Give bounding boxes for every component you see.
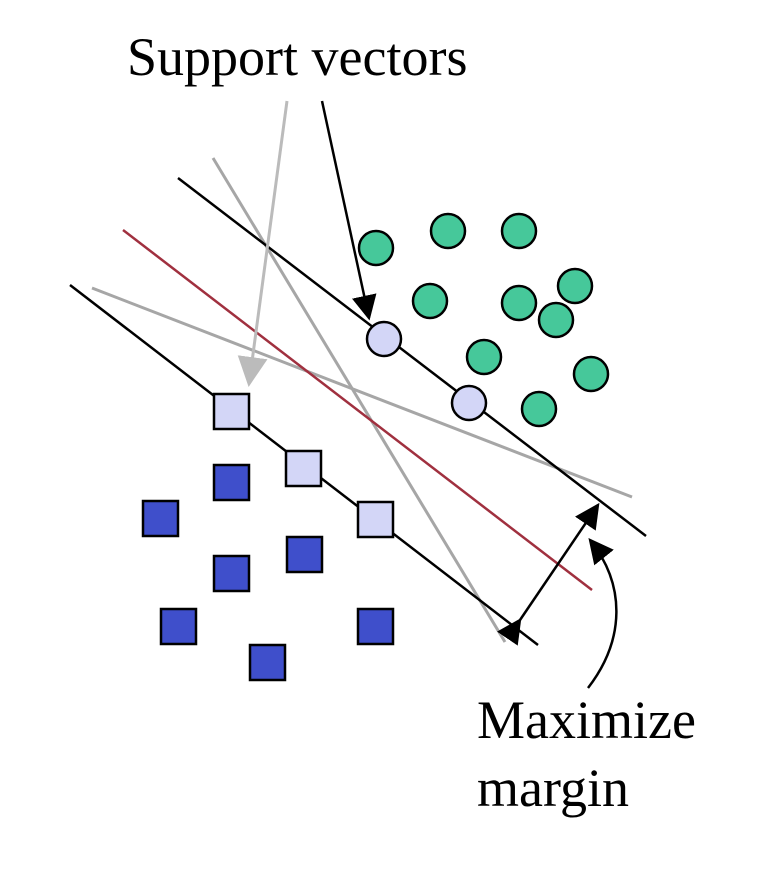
square-point: [248, 643, 287, 682]
maximize-margin-label-line2: margin: [477, 758, 629, 818]
circle-point: [500, 212, 538, 250]
square-point: [212, 463, 251, 502]
alternative-separator-shallow: [91, 286, 633, 499]
circle-support-vectors: [365, 320, 488, 422]
circle-point: [500, 284, 538, 322]
square-point: [159, 607, 198, 646]
circle-point: [465, 338, 503, 376]
circle-class-points: [357, 212, 610, 428]
support-vector-arrow-black: [320, 100, 377, 321]
circle-point: [357, 229, 395, 267]
square-point: [285, 535, 324, 574]
square-support-vectors: [212, 392, 395, 539]
square-point: [356, 607, 395, 646]
circle-point: [572, 355, 610, 393]
circle-support-vector: [365, 320, 403, 358]
circle-support-vector: [450, 384, 488, 422]
square-support-vector: [284, 449, 323, 488]
square-class-points: [141, 463, 395, 682]
maximize-margin-pointer-arrow: [587, 538, 618, 689]
square-support-vector: [356, 500, 395, 539]
square-point: [141, 499, 180, 538]
support-vector-arrow-gray: [237, 100, 289, 387]
circle-point: [411, 282, 449, 320]
circle-point: [520, 390, 558, 428]
margin-width-arrow: [497, 502, 600, 646]
square-support-vector: [212, 392, 251, 431]
circle-point: [537, 301, 575, 339]
support-vectors-label: Support vectors: [127, 27, 467, 87]
upper-margin-boundary: [177, 177, 647, 537]
maximize-margin-label-line1: Maximize: [477, 690, 696, 750]
square-point: [212, 554, 251, 593]
circle-point: [556, 267, 594, 305]
alternative-separator-steep: [211, 157, 507, 643]
circle-point: [429, 212, 467, 250]
